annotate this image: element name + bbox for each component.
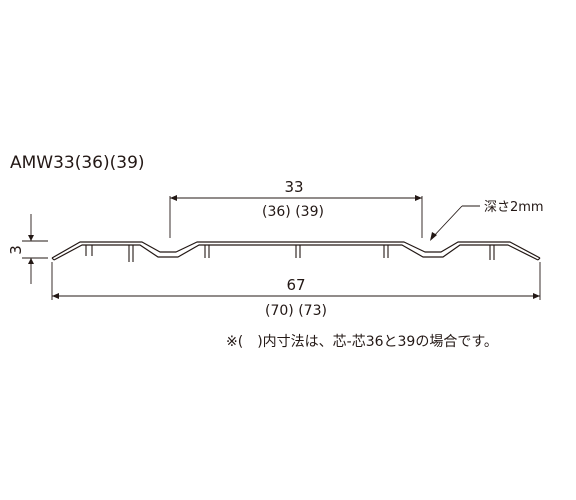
profile-top-edge <box>51 241 541 259</box>
arrow-head <box>28 235 34 241</box>
thickness-dimension <box>22 214 48 284</box>
leader-line <box>431 205 463 239</box>
groove-depth-label: 深さ2mm <box>484 200 544 215</box>
center-width-alt-label: (36) (39) <box>262 204 324 220</box>
total-width-label: 67 <box>286 276 305 294</box>
profile-ribs <box>85 245 495 262</box>
total-width-alt-label: (70) (73) <box>265 303 327 319</box>
product-title: AMW33(36)(39) <box>10 153 145 173</box>
center-width-label: 33 <box>284 178 303 196</box>
thickness-label: 3 <box>7 245 25 255</box>
total-width-dimension <box>51 262 541 300</box>
center-width-dimension <box>169 195 423 238</box>
arrow-head <box>533 293 540 299</box>
groove-depth-leader <box>430 205 480 241</box>
arrow-head <box>415 195 422 201</box>
footnote: ※( )内寸法は、芯-芯36と39の場合です。 <box>226 334 498 350</box>
profile-right-end <box>537 257 541 261</box>
arrow-head <box>430 232 437 241</box>
arrow-head <box>170 195 177 201</box>
profile-left-end <box>51 257 55 261</box>
arrow-head <box>28 258 34 264</box>
arrow-head <box>52 293 59 299</box>
